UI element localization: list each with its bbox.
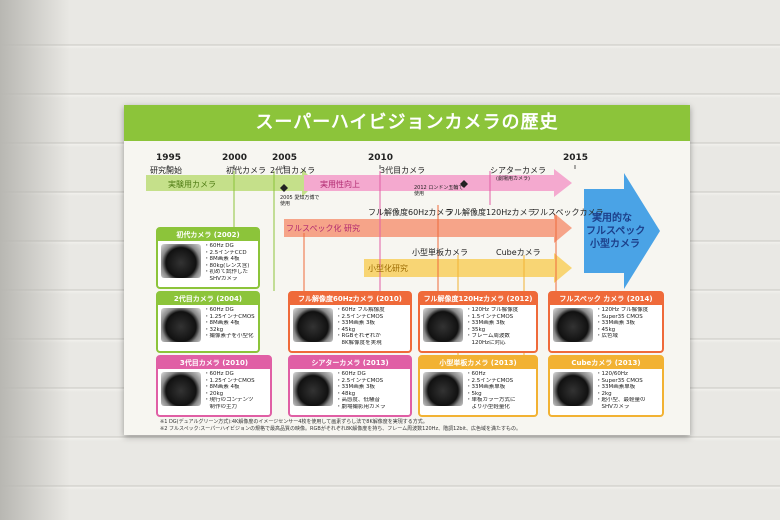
camera-box-title: 2代目カメラ (2004) xyxy=(158,293,258,305)
expo-marker xyxy=(280,184,288,192)
milestone-small-single: 小型単板カメラ xyxy=(412,248,468,257)
camera-specs: ・120/60Hz・Super35 CMOS・33M画素単板 ・2kg・超小型、… xyxy=(596,371,646,410)
year-2005: 2005 xyxy=(272,153,298,163)
camera-box-fullres120: フル解像度120Hzカメラ (2012) ・120Hz フル解像度・1.5インチ… xyxy=(418,291,538,353)
camera-photo xyxy=(293,308,333,342)
camera-box-title: Cubeカメラ (2013) xyxy=(550,357,662,369)
footnote-1: ※1 DG(デュアルグリーン方式):4K解像度のイメージセンサー4枚を使用して画… xyxy=(160,419,428,425)
london-marker xyxy=(460,180,468,188)
poster-title: スーパーハイビジョンカメラの歴史 xyxy=(124,105,690,141)
milestone-fullspec: フルスペックカメラ xyxy=(532,208,604,217)
year-2000: 2000 xyxy=(222,153,248,163)
camera-box-title: 3代目カメラ (2010) xyxy=(158,357,270,369)
camera-box-title: フル解像度120Hzカメラ (2012) xyxy=(420,293,536,305)
milestone-third-camera: 3代目カメラ xyxy=(380,166,426,175)
camera-photo xyxy=(161,372,201,406)
lane-mini-label: 小型化研究 xyxy=(368,264,408,273)
milestone-fullres60: フル解像度60Hzカメラ xyxy=(368,208,453,217)
camera-specs: ・60Hz フル解像度・2.5インチCMOS・33M画素 3板 ・45kg・RG… xyxy=(336,307,385,346)
camera-box-fullres60: フル解像度60Hzカメラ (2010) ・60Hz フル解像度・2.5インチCM… xyxy=(288,291,412,353)
goal-arrow xyxy=(584,173,660,289)
lane-fullspec-label: フルスペック化 研究 xyxy=(286,224,360,233)
wall-shadow xyxy=(0,0,70,520)
footnote-2: ※2 フルスペック:スーパーハイビジョンの規格で最高品質の映像。RGBがそれぞれ… xyxy=(160,426,521,432)
camera-photo xyxy=(553,308,593,342)
camera-box-cube: Cubeカメラ (2013) ・120/60Hz・Super35 CMOS・33… xyxy=(548,355,664,417)
camera-box-small-single: 小型単板カメラ (2013) ・60Hz・2.5インチCMOS・33M画素単板 … xyxy=(418,355,538,417)
camera-box-second: 2代目カメラ (2004) ・60Hz DG・1.25インチCMOS・8M画素 … xyxy=(156,291,260,353)
milestone-theater-sub: (劇場用カメラ) xyxy=(496,176,530,182)
milestone-second-camera: 2代目カメラ xyxy=(270,166,316,175)
camera-box-title: 初代カメラ (2002) xyxy=(158,229,258,241)
camera-box-first: 初代カメラ (2002) ・60Hz DG・2.5インチCCD・8M画素 4板 … xyxy=(156,227,260,289)
milestone-theater-camera: シアターカメラ xyxy=(490,166,546,175)
year-2010: 2010 xyxy=(368,153,394,163)
camera-photo xyxy=(423,308,463,342)
camera-box-title: フルスペック カメラ (2014) xyxy=(550,293,662,305)
camera-box-title: フル解像度60Hzカメラ (2010) xyxy=(290,293,410,305)
lane-experimental-label: 実験用カメラ xyxy=(168,180,216,189)
milestone-london: 2012 ロンドン五輪で使用 xyxy=(414,185,464,197)
milestone-expo: 2005 愛知万博で使用 xyxy=(280,195,320,207)
camera-photo xyxy=(161,308,201,342)
camera-specs: ・60Hz DG・2.5インチCMOS・33M画素 3板 ・48kg・高感度、低… xyxy=(336,371,386,410)
camera-photo xyxy=(293,372,333,406)
milestone-research-start: 研究開始 xyxy=(150,166,182,175)
camera-photo xyxy=(423,372,463,406)
timeline-arrows xyxy=(146,165,660,359)
history-poster: スーパーハイビジョンカメラの歴史 xyxy=(124,105,690,435)
mini-lane-arrow xyxy=(364,253,572,283)
camera-box-third: 3代目カメラ (2010) ・60Hz DG・1.25インチCMOS・8M画素 … xyxy=(156,355,272,417)
camera-photo xyxy=(161,244,201,278)
camera-specs: ・60Hz DG・1.25インチCMOS・8M画素 4板 ・32kg・撮像素子を… xyxy=(204,307,255,339)
goal-line-2: フルスペック xyxy=(586,226,646,237)
camera-specs: ・60Hz DG・1.25インチCMOS・8M画素 4板 ・20kg・現行のコン… xyxy=(204,371,255,410)
camera-box-title: シアターカメラ (2013) xyxy=(290,357,410,369)
year-1995: 1995 xyxy=(156,153,182,163)
fullspec-lane-arrow xyxy=(284,213,572,243)
camera-box-title: 小型単板カメラ (2013) xyxy=(420,357,536,369)
lane-practical-label: 実用性向上 xyxy=(320,180,360,189)
practical-lane-arrow xyxy=(304,169,572,197)
milestone-fullres120: フル解像度120Hzカメラ xyxy=(446,208,536,217)
camera-photo xyxy=(553,372,593,406)
camera-specs: ・60Hz DG・2.5インチCCD・8M画素 4板 ・80kg(レンズ含)・初… xyxy=(204,243,250,282)
goal-line-1: 実用的な xyxy=(592,213,632,224)
year-2015: 2015 xyxy=(563,153,589,163)
camera-box-theater: シアターカメラ (2013) ・60Hz DG・2.5インチCMOS・33M画素… xyxy=(288,355,412,417)
camera-specs: ・60Hz・2.5インチCMOS・33M画素単板 ・5kg・単板カラー方式に よ… xyxy=(466,371,516,410)
goal-line-3: 小型カメラ xyxy=(590,239,640,250)
milestone-cube: Cubeカメラ xyxy=(496,248,541,257)
camera-specs: ・120Hz フル解像度・Super35 CMOS・33M画素 3板 ・45kg… xyxy=(596,307,649,339)
camera-box-fullspec: フルスペック カメラ (2014) ・120Hz フル解像度・Super35 C… xyxy=(548,291,664,353)
milestone-first-camera: 初代カメラ xyxy=(226,166,266,175)
camera-specs: ・120Hz フル解像度・1.5インチCMOS・33M画素 3板 ・35kg・フ… xyxy=(466,307,519,346)
